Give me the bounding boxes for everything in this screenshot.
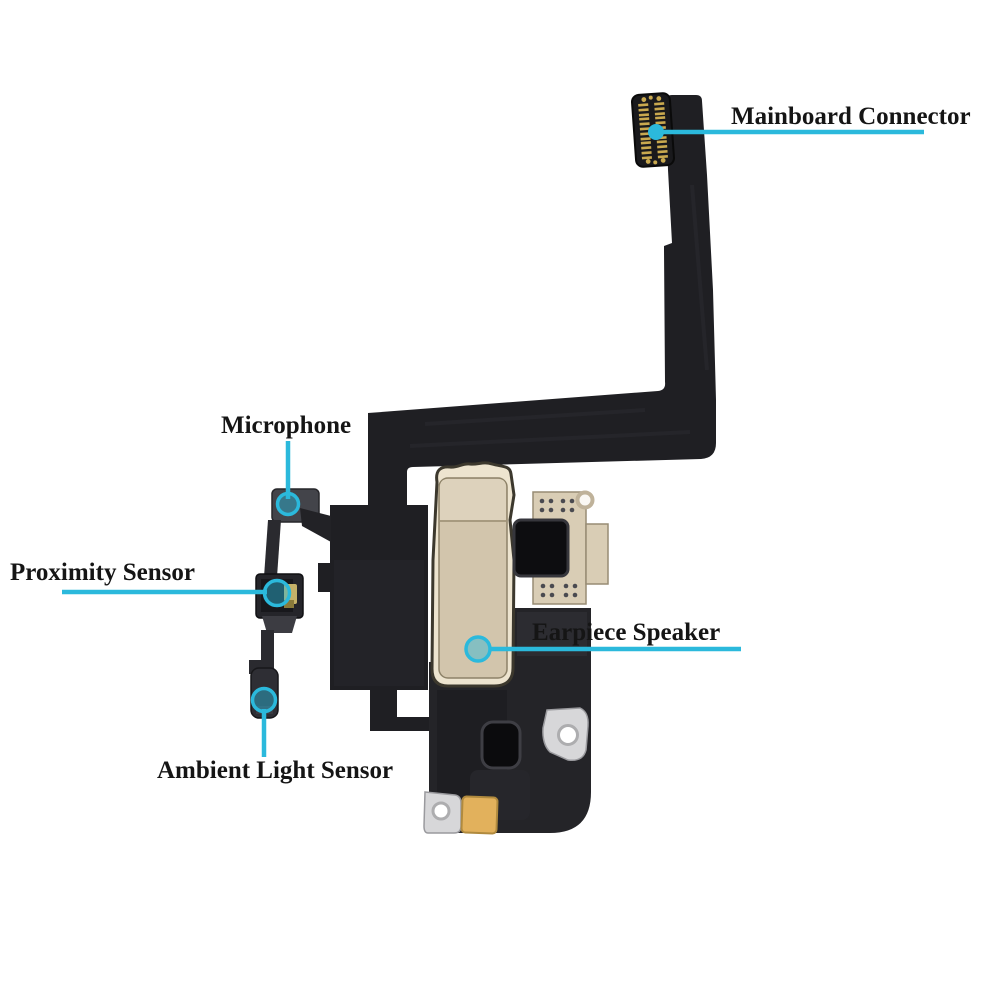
bracket-solder-dots [539, 498, 578, 598]
screw-hole-left [431, 801, 451, 821]
gold-contact-pad [460, 795, 499, 835]
anno-circle-microphone [275, 491, 301, 517]
sensor-flex-strip-upper [264, 520, 281, 577]
cable-highlight [409, 184, 709, 448]
anno-circle-proximity-sensor [262, 578, 292, 608]
metal-bracket-arm [585, 523, 609, 585]
label-ambient-light-sensor: Ambient Light Sensor [157, 757, 394, 784]
annotations [62, 124, 924, 757]
screw-hole-right [557, 724, 579, 746]
cable-body-shade [334, 560, 424, 686]
bracket-ring [575, 490, 595, 510]
bracket-socket [512, 518, 570, 578]
proximity-bracket [262, 616, 297, 633]
anno-dot-mainboard-connector [648, 124, 664, 140]
speaker-top-cap [440, 479, 506, 520]
label-microphone: Microphone [221, 412, 352, 439]
proximity-emitter [284, 600, 294, 608]
earpiece-speaker-part [438, 477, 508, 679]
anno-circle-earpiece-speaker [464, 635, 492, 663]
microphone-link [300, 508, 331, 542]
sensor-flex-strip-lower [261, 630, 274, 666]
speaker-mesh-hole [480, 720, 522, 770]
label-proximity-sensor: Proximity Sensor [10, 559, 195, 586]
anno-circle-ambient-light-sensor [250, 686, 278, 714]
label-earpiece-speaker: Earpiece Speaker [532, 619, 721, 646]
label-mainboard-connector: Mainboard Connector [731, 103, 971, 130]
connector-pins [638, 95, 668, 165]
